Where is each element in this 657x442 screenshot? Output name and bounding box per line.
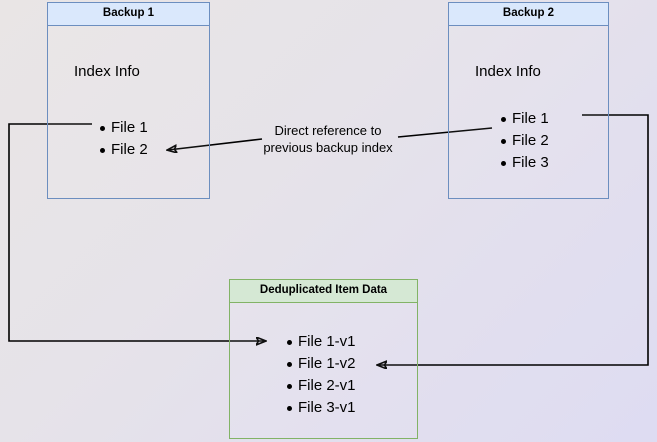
backup-1-header: Backup 1	[48, 3, 209, 26]
list-item: File 1	[501, 108, 549, 130]
list-item: File 3	[501, 152, 549, 174]
direct-reference-line-2: previous backup index	[263, 140, 393, 155]
backup-1-file-list: File 1 File 2	[96, 117, 148, 161]
deduplicated-file-list: File 1-v1 File 1-v2 File 2-v1 File 3-v1	[283, 331, 356, 419]
backup-1-index-info-label: Index Info	[74, 63, 140, 80]
list-item: File 2-v1	[287, 375, 356, 397]
backup-2-index-info-label: Index Info	[475, 63, 541, 80]
direct-reference-annotation: Direct reference to previous backup inde…	[248, 122, 408, 156]
list-item: File 1	[100, 117, 148, 139]
edge-backup1-to-dedup	[8, 123, 265, 341]
backup-2-file-list: File 1 File 2 File 3	[497, 108, 549, 174]
backup-2-body: Index Info File 1 File 2 File 3	[449, 26, 608, 198]
backup-1-box[interactable]: Backup 1 Index Info File 1 File 2	[47, 2, 210, 199]
deduplicated-item-data-box[interactable]: Deduplicated Item Data File 1-v1 File 1-…	[229, 279, 418, 439]
list-item: File 1-v1	[287, 331, 356, 353]
deduplicated-item-data-header: Deduplicated Item Data	[230, 280, 417, 303]
backup-2-box[interactable]: Backup 2 Index Info File 1 File 2 File 3	[448, 2, 609, 199]
edge-direct-reference-left	[168, 138, 263, 150]
list-item: File 2	[100, 139, 148, 161]
edge-direct-reference-right	[397, 127, 493, 138]
backup-2-header: Backup 2	[449, 3, 608, 26]
backup-1-body: Index Info File 1 File 2	[48, 26, 209, 198]
edge-backup2-to-dedup	[378, 114, 649, 365]
list-item: File 2	[501, 130, 549, 152]
list-item: File 1-v2	[287, 353, 356, 375]
list-item: File 3-v1	[287, 397, 356, 419]
direct-reference-line-1: Direct reference to	[274, 123, 382, 138]
deduplicated-item-data-body: File 1-v1 File 1-v2 File 2-v1 File 3-v1	[230, 303, 417, 438]
